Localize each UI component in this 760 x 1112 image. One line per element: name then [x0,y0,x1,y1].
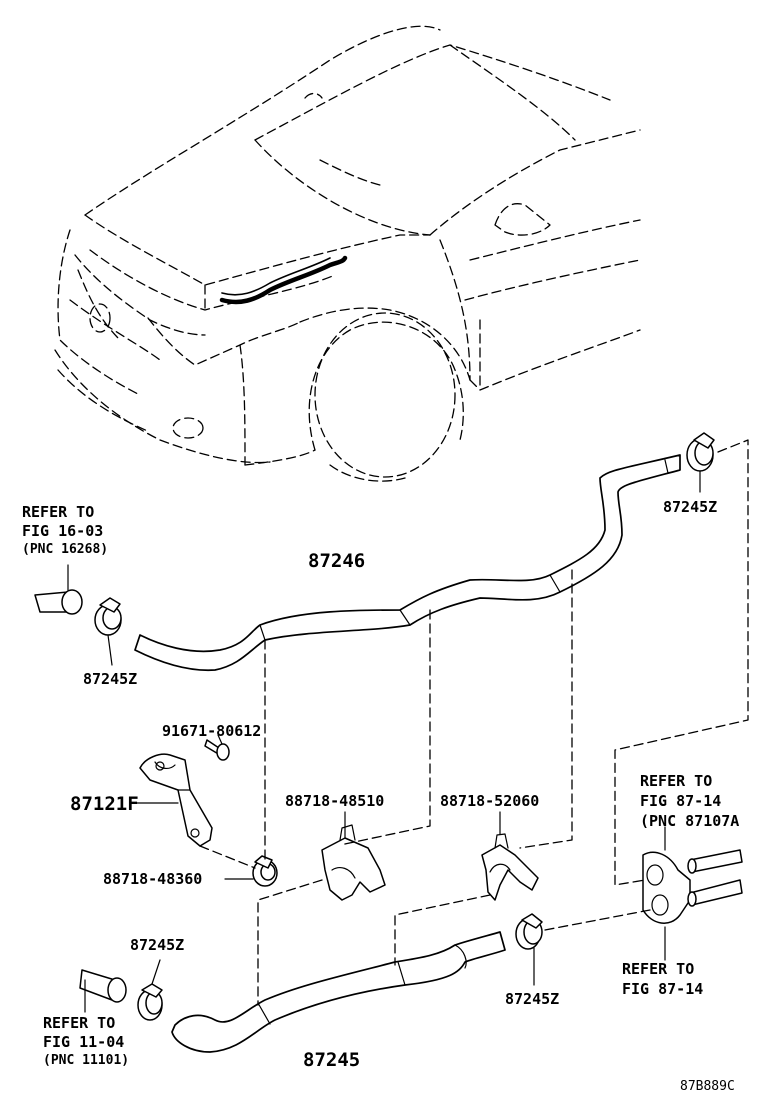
label-88718-48510: 88718-48510 [285,792,384,810]
svg-text:(PNC 16268): (PNC 16268) [22,542,108,557]
svg-text:REFER TO: REFER TO [622,960,694,978]
label-87245: 87245 [303,1049,360,1071]
svg-text:(PNC 11101): (PNC 11101) [43,1053,129,1068]
clamp-87245z-lower-left [137,959,163,1021]
bracket-87121f [134,753,213,847]
clamp-87245z-upper-left [94,597,122,666]
label-87245z-lower-left: 87245Z [130,936,184,954]
label-87245z-lower-right: 87245Z [505,990,559,1008]
svg-text:(PNC 87107A: (PNC 87107A [640,812,739,830]
ref-fig-87-14-b: REFER TO FIG 87-14 [622,960,703,998]
labels: 87246 87245 87245Z 87245Z 87245Z 87245Z … [22,498,739,1094]
label-88718-52060: 88718-52060 [440,792,539,810]
hose-87246 [134,454,681,672]
clamp-88718-48510 [321,811,386,901]
clamp-87245z-lower-right [515,913,543,986]
svg-text:REFER TO: REFER TO [22,503,94,521]
pipe-fitting-upper-left [34,564,83,615]
svg-text:FIG 16-03: FIG 16-03 [22,522,103,540]
label-88718-48360: 88718-48360 [103,870,202,888]
diagram-code: 87B889C [680,1079,735,1094]
label-91671-80612: 91671-80612 [162,722,261,740]
bolt-91671-80612 [204,734,230,761]
ref-fig-87-14-a: REFER TO FIG 87-14 (PNC 87107A [640,772,739,830]
svg-text:FIG 87-14: FIG 87-14 [622,980,703,998]
label-87245z-upper-left: 87245Z [83,670,137,688]
clamp-88718-52060 [481,811,539,901]
label-87121f: 87121F [70,793,139,815]
hose-87245 [171,931,506,1053]
label-87245z-upper-right: 87245Z [663,498,717,516]
pipe-fitting-lower-left [79,969,127,1013]
svg-text:FIG 11-04: FIG 11-04 [43,1033,124,1051]
svg-text:REFER TO: REFER TO [43,1014,115,1032]
leader-lines [199,439,749,1006]
car-illustration [54,25,641,482]
ref-fig-16-03: REFER TO FIG 16-03 (PNC 16268) [22,503,108,557]
ref-fig-11-04: REFER TO FIG 11-04 (PNC 11101) [43,1014,129,1068]
label-87246: 87246 [308,550,365,572]
valve-body-87-14 [642,826,743,961]
clip-88718-48360 [224,855,278,887]
svg-text:REFER TO: REFER TO [640,772,712,790]
svg-text:FIG 87-14: FIG 87-14 [640,792,721,810]
clamp-87245z-upper-right [686,432,715,493]
